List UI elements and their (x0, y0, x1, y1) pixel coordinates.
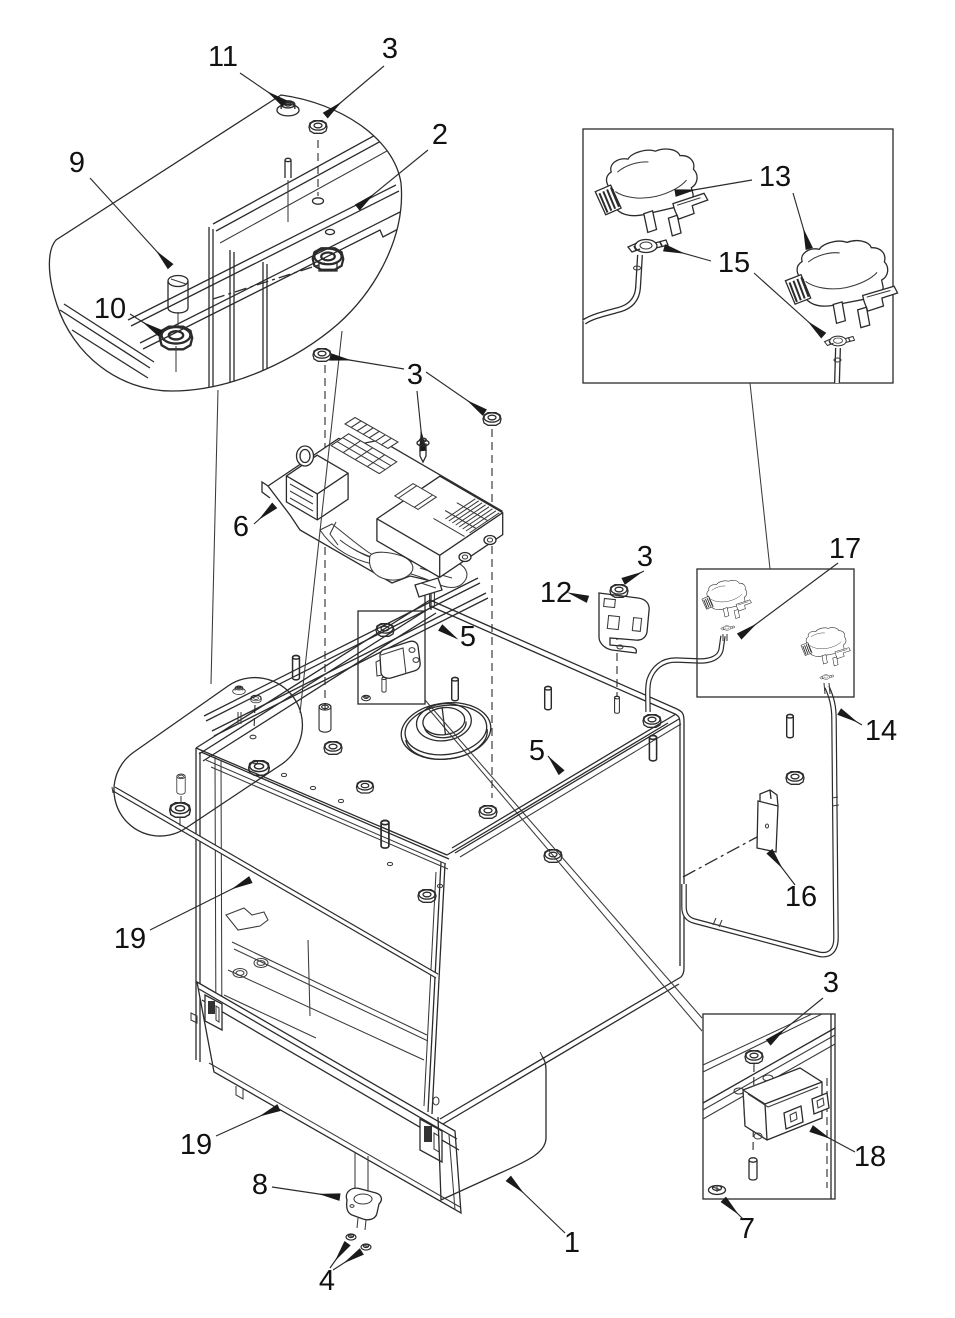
svg-text:14: 14 (865, 715, 897, 747)
svg-text:8: 8 (252, 1169, 268, 1201)
svg-text:11: 11 (208, 41, 238, 73)
svg-text:7: 7 (739, 1213, 755, 1245)
svg-text:16: 16 (785, 881, 817, 913)
svg-text:5: 5 (529, 735, 545, 767)
svg-text:1: 1 (564, 1227, 580, 1259)
svg-text:6: 6 (233, 511, 249, 543)
svg-text:19: 19 (114, 923, 146, 955)
svg-text:12: 12 (540, 577, 572, 609)
svg-text:4: 4 (319, 1265, 335, 1297)
svg-text:10: 10 (94, 293, 126, 325)
svg-text:18: 18 (854, 1141, 886, 1173)
svg-text:13: 13 (759, 161, 791, 193)
svg-text:9: 9 (69, 147, 85, 179)
svg-text:3: 3 (823, 967, 839, 999)
svg-text:5: 5 (460, 621, 476, 653)
svg-text:2: 2 (432, 119, 448, 151)
svg-text:17: 17 (829, 533, 861, 565)
svg-text:19: 19 (180, 1129, 212, 1161)
svg-text:15: 15 (718, 247, 750, 279)
svg-text:3: 3 (407, 359, 423, 391)
svg-text:3: 3 (637, 541, 653, 573)
svg-text:3: 3 (382, 33, 398, 65)
